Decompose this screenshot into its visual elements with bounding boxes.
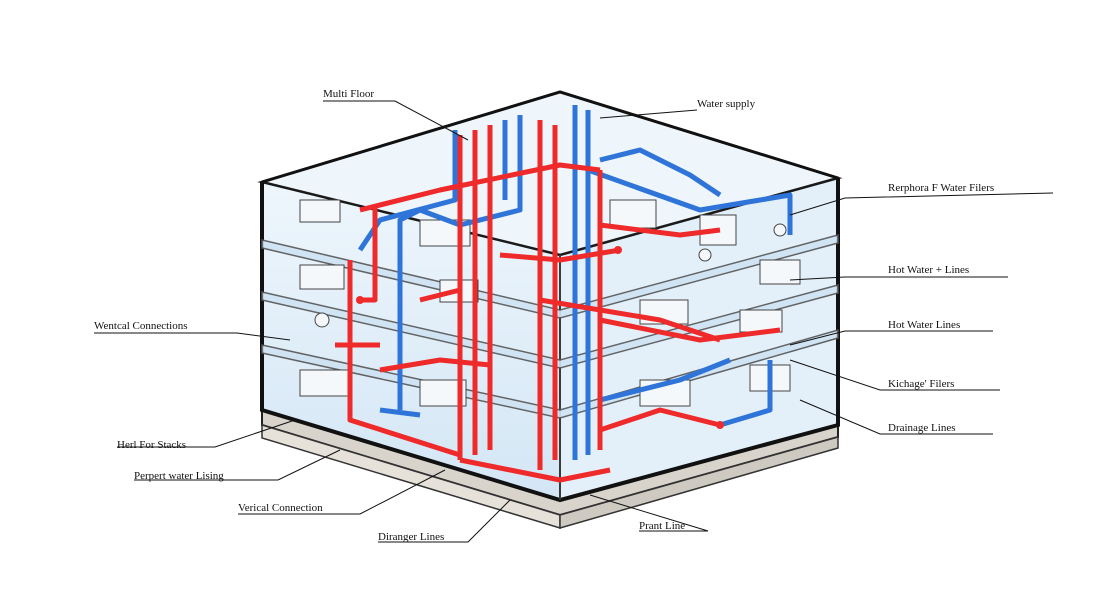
leader-lines xyxy=(94,100,1054,543)
outlet-markers xyxy=(356,246,724,429)
label-vertical-connection: Verical Connection xyxy=(238,502,323,514)
label-drainage-lines-bottom: Diranger Lines xyxy=(378,531,445,543)
label-hot-water-lines-2: Hot Water Lines xyxy=(888,319,961,331)
label-kitchen-filters: Kichage' Filers xyxy=(888,378,955,390)
cold-water-pipes xyxy=(357,105,793,460)
label-perpert-water-lining: Perpert water Lising xyxy=(134,470,224,482)
label-drainage-lines-right: Drainage Lines xyxy=(888,422,956,434)
label-water-supply: Water supply xyxy=(697,98,756,110)
label-multi-floor: Multi Floor xyxy=(323,88,375,100)
label-head-for-stacks: Herl For Stacks xyxy=(117,439,187,451)
label-hot-water-lines-1: Hot Water + Lines xyxy=(888,264,970,276)
label-fixture-water-filters: Rerphora F Water Filers xyxy=(888,182,995,194)
label-plant-line: Prant Line xyxy=(639,520,686,532)
label-vertical-connections: Wentcal Connections xyxy=(94,320,188,332)
floor-slabs xyxy=(261,234,839,419)
hot-water-pipes xyxy=(335,120,781,483)
